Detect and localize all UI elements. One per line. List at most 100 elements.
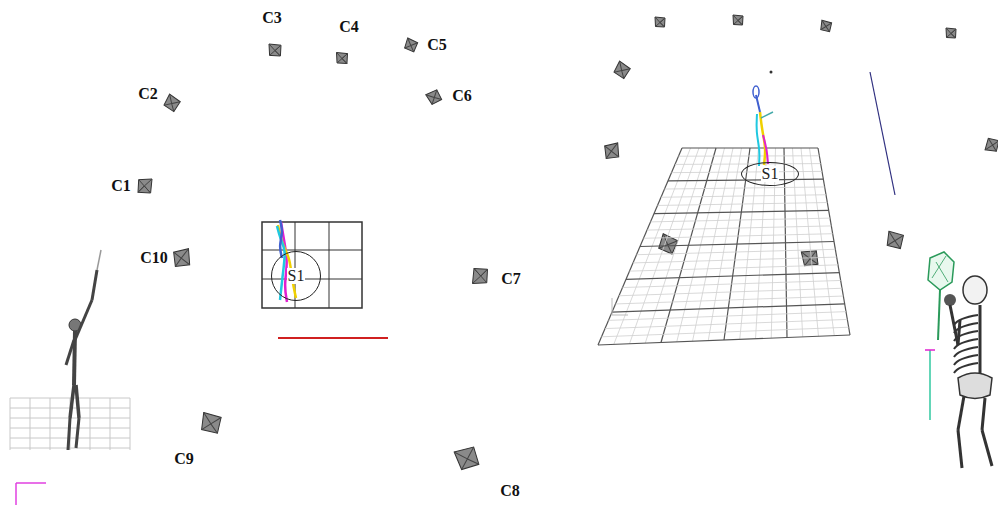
camera-body xyxy=(733,15,743,25)
grid-line xyxy=(612,304,845,312)
camera-body xyxy=(886,231,903,248)
arm xyxy=(66,340,74,365)
racket-head xyxy=(753,86,759,98)
thigh xyxy=(958,396,964,430)
camera-body xyxy=(655,17,665,27)
grid-line xyxy=(633,257,837,263)
camera-icon xyxy=(201,413,222,434)
camera-body xyxy=(404,38,418,52)
camera-icon xyxy=(454,445,480,471)
subject-label: S1 xyxy=(287,268,306,284)
subject-circle: S1 xyxy=(271,251,321,301)
camera-icon xyxy=(138,179,152,193)
marker-trajectory xyxy=(757,114,760,166)
floor-grid xyxy=(110,398,111,450)
grid-line xyxy=(640,242,834,247)
marker-line xyxy=(929,350,931,420)
camera-icon xyxy=(655,17,665,27)
camera-body xyxy=(985,138,998,152)
camera-frustum xyxy=(163,94,181,112)
shin xyxy=(76,418,79,448)
camera-frustum xyxy=(454,445,480,471)
camera-body xyxy=(604,143,620,159)
camera-frustum xyxy=(658,234,679,255)
grid-line xyxy=(651,218,831,222)
thigh xyxy=(982,398,985,430)
camera-frustum xyxy=(473,269,488,284)
camera-label: C1 xyxy=(111,178,131,194)
floor-grid xyxy=(130,398,131,450)
camera-label: C6 xyxy=(452,88,472,104)
subject-label: S1 xyxy=(761,166,780,182)
racket xyxy=(97,250,101,270)
camera-body xyxy=(173,249,192,268)
grid-line xyxy=(626,273,839,280)
grid-line xyxy=(682,147,818,148)
shin xyxy=(68,418,70,450)
camera-icon xyxy=(426,89,442,105)
thigh xyxy=(70,385,74,418)
grid-line xyxy=(679,155,820,156)
camera-frustum xyxy=(426,89,442,105)
camera-label: C3 xyxy=(262,10,282,26)
camera-frustum xyxy=(613,61,631,79)
camera-icon xyxy=(658,234,679,255)
camera-icon xyxy=(820,20,832,32)
racket-handle xyxy=(938,290,940,340)
camera-label: C4 xyxy=(339,19,359,35)
marker-trajectory xyxy=(280,220,282,258)
axis-marker xyxy=(612,298,613,315)
camera-icon xyxy=(946,28,956,38)
camera-label: C10 xyxy=(140,250,168,266)
camera-icon xyxy=(173,249,192,268)
camera-label: C5 xyxy=(427,37,447,53)
grid-line xyxy=(609,312,847,321)
shin xyxy=(982,430,992,466)
camera-body xyxy=(454,445,480,471)
skeleton-figure-left xyxy=(10,250,130,505)
forearm xyxy=(92,270,97,300)
camera-body xyxy=(820,20,832,32)
grid-line xyxy=(668,179,823,181)
grid-line xyxy=(329,222,330,308)
camera-icon xyxy=(473,269,488,284)
camera-frustum xyxy=(173,249,192,268)
grid-line xyxy=(602,327,849,337)
rib xyxy=(954,363,978,373)
axis-marker xyxy=(15,483,17,505)
floor-grid xyxy=(30,398,31,450)
grid-line xyxy=(665,187,825,189)
shin xyxy=(958,430,962,468)
camera-icon xyxy=(269,44,281,56)
marker-dot xyxy=(770,71,773,74)
floor-grid xyxy=(50,398,51,450)
skeleton-figure-right xyxy=(925,252,992,468)
camera-body xyxy=(658,234,679,255)
camera-label: C8 xyxy=(500,483,520,499)
camera-icon xyxy=(604,143,620,159)
grid-line xyxy=(630,265,839,271)
camera-frustum xyxy=(201,413,222,434)
grid-line xyxy=(672,171,823,172)
camera-body xyxy=(269,44,281,56)
camera-frustum xyxy=(946,28,956,38)
grid-line xyxy=(644,234,833,239)
pelvis xyxy=(958,373,992,399)
skull xyxy=(963,276,987,304)
camera-icon xyxy=(613,61,631,79)
camera-frustum xyxy=(820,20,832,32)
marker-trajectory xyxy=(763,135,768,164)
grid-line xyxy=(262,279,362,280)
player-markers-right xyxy=(753,86,773,166)
camera-frustum xyxy=(269,44,281,56)
camera-frustum xyxy=(337,53,348,64)
camera-frustum xyxy=(733,15,743,25)
camera-body xyxy=(163,94,181,112)
camera-icon xyxy=(985,138,998,152)
grid-line xyxy=(675,163,821,165)
arm xyxy=(761,112,773,118)
upper-arm xyxy=(958,320,960,345)
grid-line xyxy=(616,296,844,304)
camera-label: C9 xyxy=(174,451,194,467)
